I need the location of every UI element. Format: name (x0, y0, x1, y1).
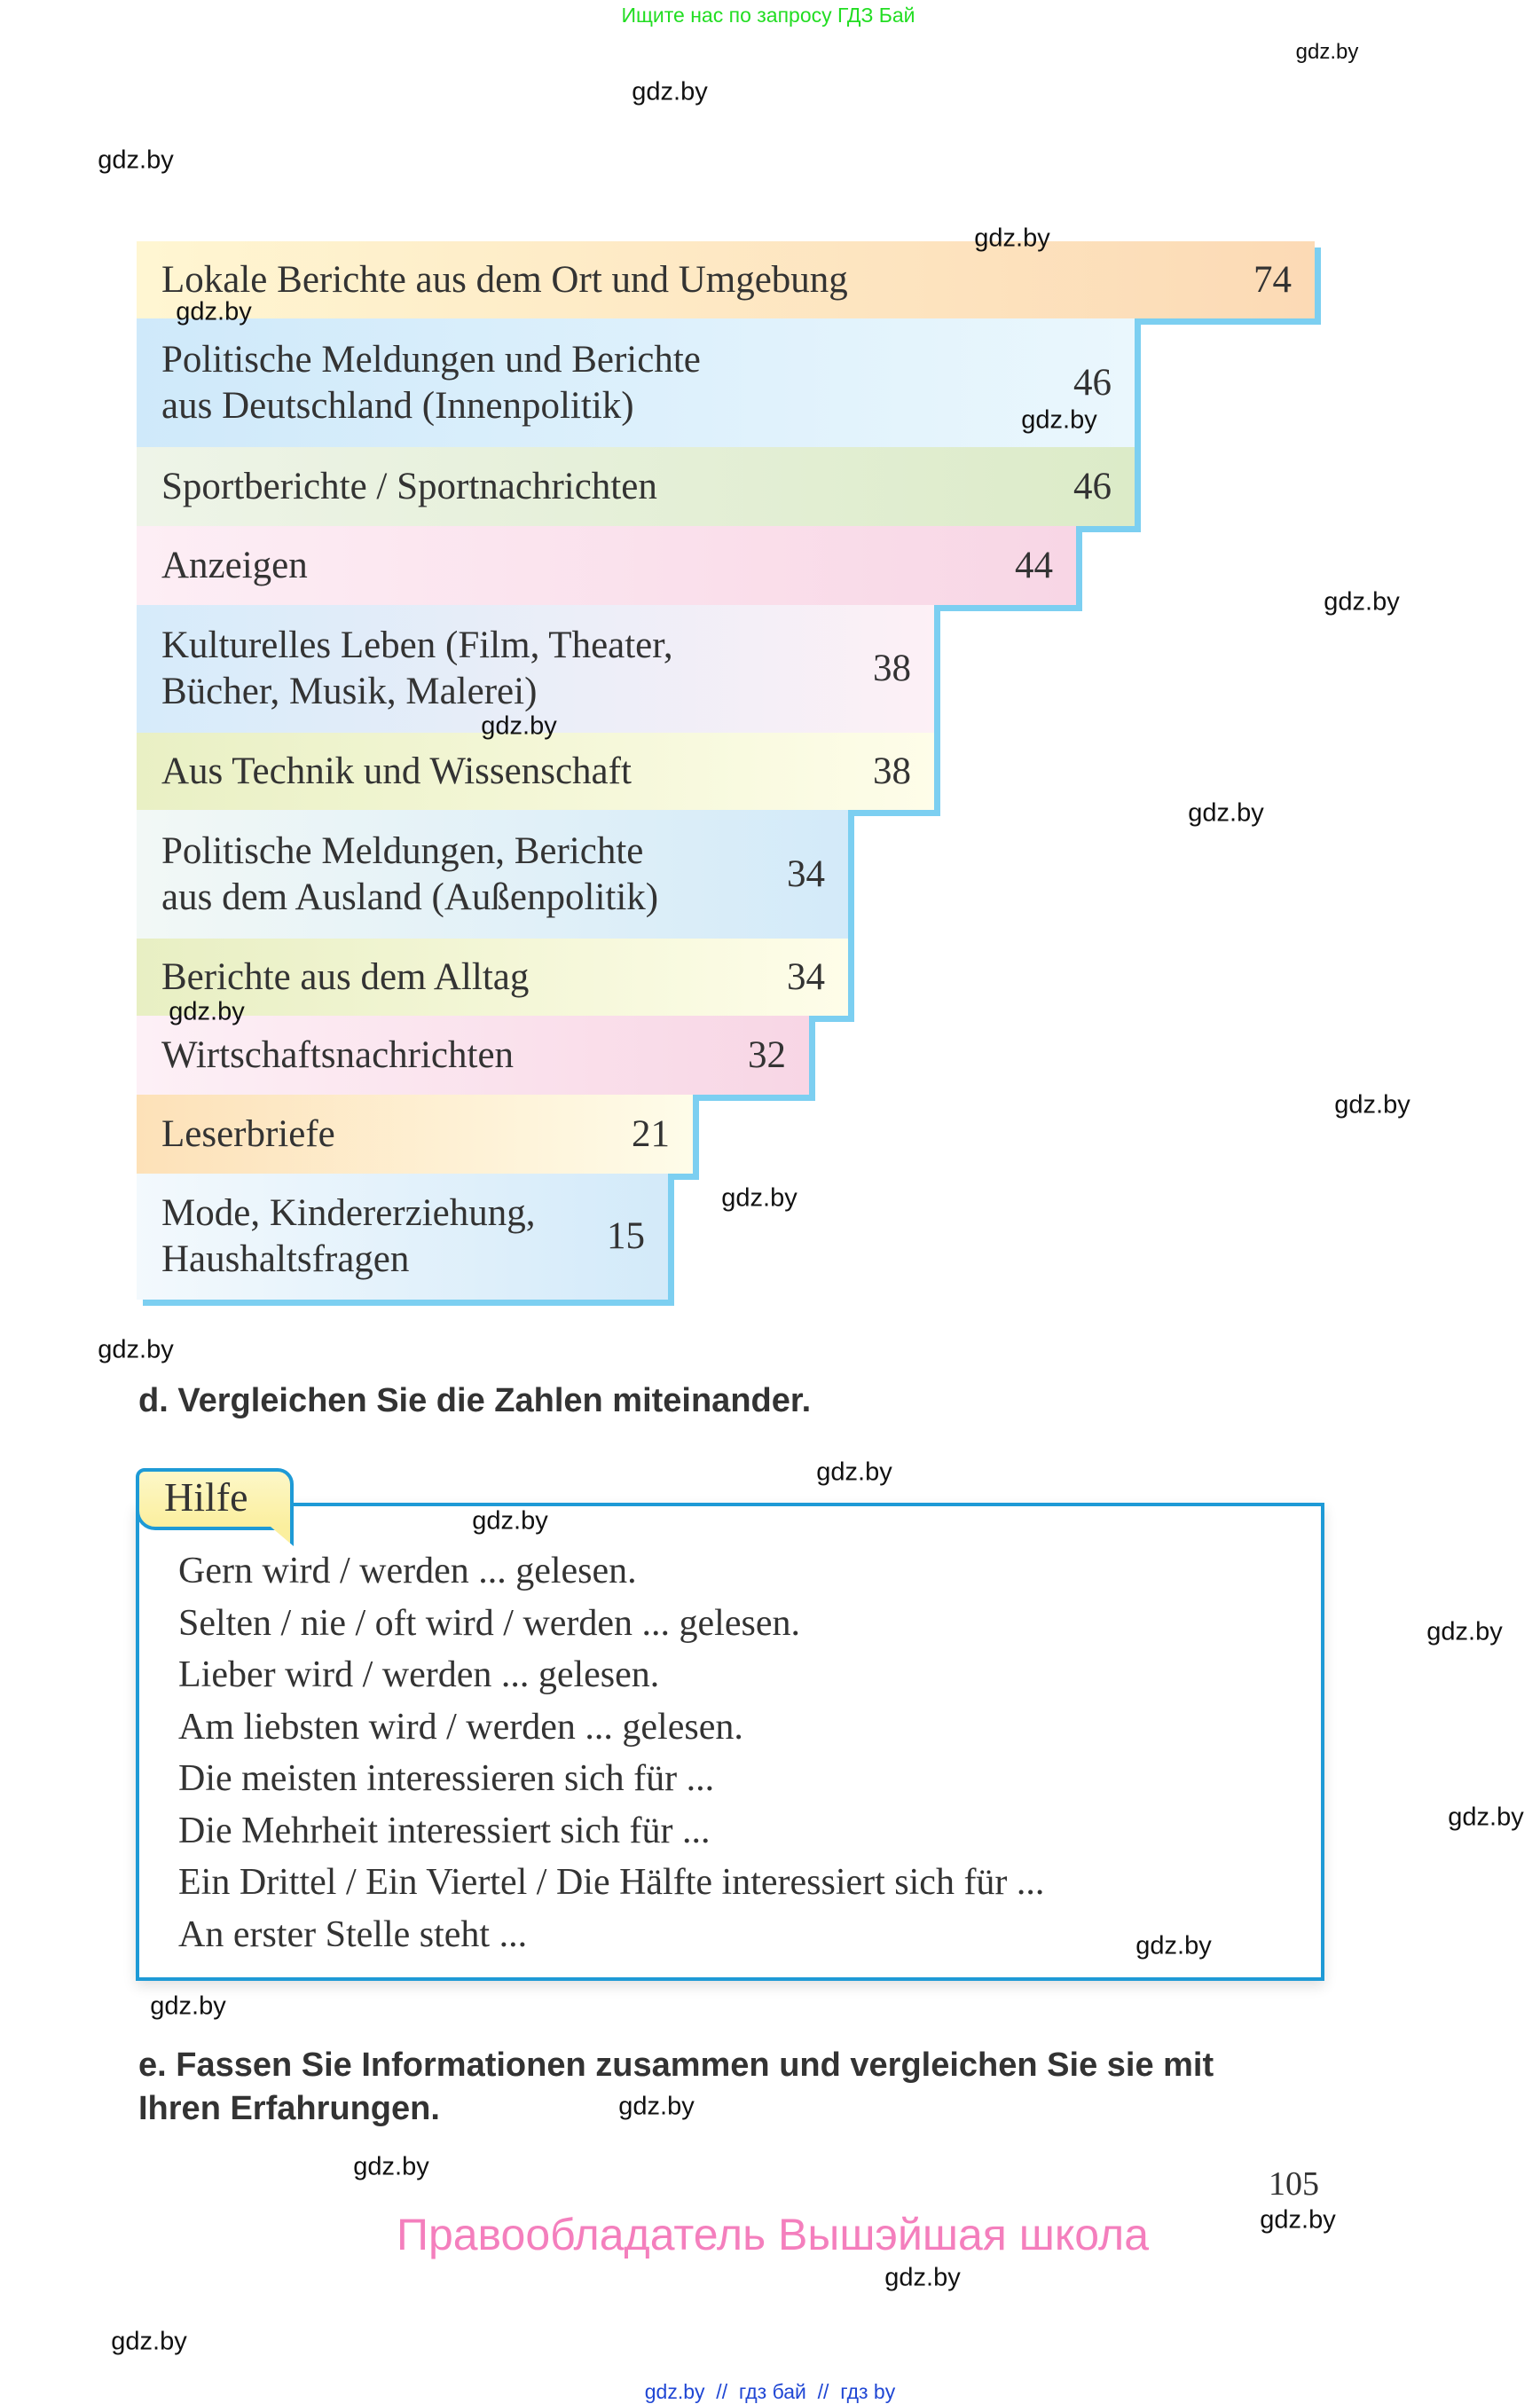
chart-bar: Aus Technik und Wissenschaft 38 (137, 733, 934, 810)
hilfe-phrase: Am liebsten wird / werden ... gelesen. (178, 1706, 743, 1748)
watermark: gdz.by (176, 297, 252, 326)
bar-value: 38 (873, 648, 911, 689)
task-e-line-1: e. Fassen Sie Informationen zusammen und… (138, 2047, 1214, 2084)
bar-label: Anzeigen (161, 544, 308, 586)
bar-label: Politische Meldungen und Berichte aus De… (161, 338, 701, 427)
watermark: gdz.by (1448, 1803, 1524, 1832)
watermark: gdz.by (98, 145, 174, 175)
watermark: gdz.by (1295, 40, 1359, 64)
chart-bar: Anzeigen 44 (137, 526, 1076, 605)
watermark: gdz.by (884, 2263, 961, 2292)
bar-label: Aus Technik und Wissenschaft (161, 750, 632, 792)
watermark: gdz.by (1188, 798, 1264, 828)
hilfe-phrase: An erster Stelle steht ... (178, 1913, 528, 1955)
bar-value: 32 (748, 1033, 786, 1076)
watermark: gdz.by (1426, 1617, 1503, 1646)
watermark: gdz.by (169, 997, 245, 1026)
watermark: gdz.by (618, 2092, 695, 2121)
bar-label: Mode, Kindererziehung, Haushaltsfragen (161, 1192, 536, 1280)
task-e-heading: e. Fassen Sie Informationen zusammen und… (138, 2044, 1214, 2131)
bar-value: 34 (787, 955, 825, 998)
hilfe-phrase: Gern wird / werden ... gelesen. (178, 1551, 637, 1591)
chart-bar: Lokale Berichte aus dem Ort und Umgebung… (137, 241, 1315, 318)
task-d-heading: d. Vergleichen Sie die Zahlen miteinande… (138, 1382, 812, 1419)
rights-holder: Правообладатель Вышэйшая школа (397, 2210, 1149, 2259)
chart-bar: Politische Meldungen, Berichte aus dem A… (137, 810, 848, 939)
chart-bar: Sportberichte / Sportnachrichten 46 (137, 447, 1135, 526)
watermark: gdz.by (481, 711, 557, 741)
hilfe-phrase: Lieber wird / werden ... gelesen. (178, 1654, 660, 1695)
hilfe-phrase: Die meisten interessieren sich für ... (178, 1758, 715, 1799)
hilfe-phrase: Selten / nie / oft wird / werden ... gel… (178, 1602, 800, 1644)
bar-value: 38 (873, 750, 911, 792)
watermark: gdz.by (721, 1183, 798, 1213)
bar-label: Sportberichte / Sportnachrichten (161, 465, 657, 507)
watermark: gdz.by (1021, 405, 1097, 435)
bar-value: 15 (607, 1215, 645, 1257)
bar-value: 46 (1073, 465, 1112, 507)
bar-value: 74 (1253, 258, 1292, 301)
watermark: gdz.by (632, 77, 708, 106)
chart-bar: Mode, Kindererziehung, Haushaltsfragen 15 (137, 1174, 668, 1300)
bar-value: 46 (1073, 361, 1112, 404)
watermark: gdz.by (1260, 2205, 1336, 2235)
footer-links[interactable]: gdz.by // гдз бай // гдз by (644, 2380, 896, 2403)
watermark: gdz.by (353, 2152, 429, 2181)
watermark: gdz.by (150, 1992, 226, 2021)
bar-label: Lokale Berichte aus dem Ort und Umgebung (161, 258, 848, 301)
bar-label: Kulturelles Leben (Film, Theater, Bücher… (161, 625, 673, 712)
task-e-line-2: Ihren Erfahrungen. (138, 2090, 440, 2127)
bar-label: Berichte aus dem Alltag (161, 955, 530, 998)
hilfe-box (136, 1503, 1324, 1981)
watermark: gdz.by (974, 224, 1050, 253)
hilfe-tab: Hilfe (136, 1468, 294, 1530)
watermark: gdz.by (472, 1506, 548, 1536)
hilfe-phrase: Die Mehrheit interessiert sich für ... (178, 1810, 711, 1851)
page-number: 105 (1269, 2165, 1319, 2203)
bar-label: Leserbriefe (161, 1112, 335, 1155)
watermark: gdz.by (1135, 1931, 1212, 1960)
chart-bar: Berichte aus dem Alltag 34 (137, 939, 848, 1016)
watermark: gdz.by (1334, 1090, 1410, 1120)
hilfe-phrase-list: Gern wird / werden ... gelesen. Selten /… (178, 1545, 1044, 1960)
bar-value: 44 (1015, 544, 1053, 586)
bar-value: 34 (787, 852, 825, 895)
bar-label: Politische Meldungen, Berichte aus dem A… (161, 829, 659, 918)
top-banner: Ищите нас по запросу ГДЗ Бай (621, 4, 915, 27)
hilfe-phrase: Ein Drittel / Ein Viertel / Die Hälfte i… (178, 1862, 1045, 1903)
bar-label: Wirtschaftsnachrichten (161, 1033, 515, 1076)
watermark: gdz.by (1324, 587, 1400, 617)
watermark: gdz.by (816, 1457, 892, 1487)
chart-bar: Kulturelles Leben (Film, Theater, Bücher… (137, 605, 934, 733)
bar-value: 21 (632, 1112, 670, 1155)
chart-bar: Leserbriefe 21 (137, 1095, 693, 1174)
watermark: gdz.by (111, 2327, 187, 2356)
chart-bar: Wirtschaftsnachrichten 32 (137, 1016, 809, 1095)
chart-bar: Politische Meldungen und Berichte aus De… (137, 318, 1135, 447)
watermark: gdz.by (98, 1335, 174, 1364)
